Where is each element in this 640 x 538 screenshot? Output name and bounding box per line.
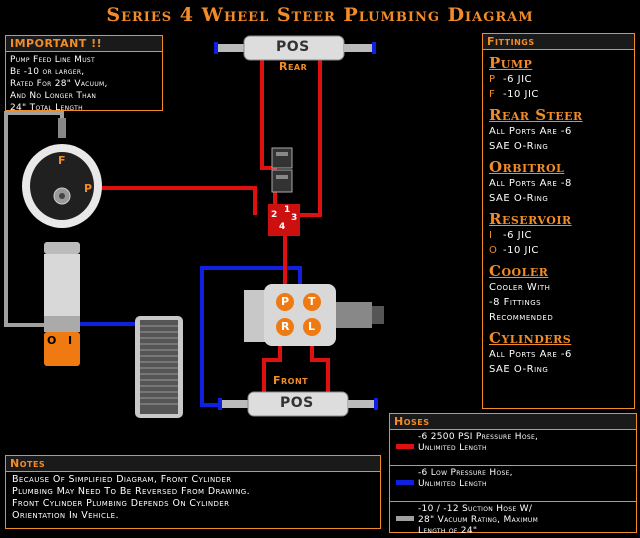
pump-key-f: F [489,89,496,100]
important-line: Pump Feed Line Must [10,55,95,65]
oil-cooler [135,316,183,418]
pump-value-f: -10 JIC [503,89,539,100]
suction-hose [4,111,64,327]
important-box: IMPORTANT !! Pump Feed Line Must Be -10 … [5,35,163,113]
important-line: And No Longer Than [10,91,97,101]
rear-steer-solenoid [271,147,293,193]
notes-line: Plumbing May Need To Be Reversed From Dr… [12,486,251,497]
cylinders-line: SAE O-Ring [489,364,549,375]
pressure-hose-pump [100,186,257,215]
orbitrol-port-p: P [281,295,290,308]
reservoir-value-i: -6 JIC [503,230,533,241]
reservoir-key-i: I [489,230,493,241]
orbitrol-port-t: T [308,295,317,308]
page-title: Series 4 Wheel Steer Plumbing Diagram [106,4,534,26]
notes-box: Notes Because Of Simplified Diagram, Fro… [5,455,381,529]
orbitrol [244,284,384,346]
pressure-hose-rear-right [300,42,322,217]
hose-legend-row: -6 Low Pressure Hose, Unlimited Length [390,466,636,502]
orbitrol-port-r: R [281,320,290,333]
fitting-reservoir-title: Reservoir [489,210,572,228]
hose-text: Unlimited Length [418,479,487,489]
valve-port-4: 4 [279,222,286,232]
fitting-pump-title: Pump [489,54,533,72]
front-cylinder [218,391,378,417]
front-label: Front [273,374,309,387]
fitting-cooler-title: Cooler [489,262,549,280]
hose-text: 28" Vacuum Rating, Maximum [418,515,539,525]
reservoir [44,242,80,366]
fittings-heading: Fittings [483,34,634,50]
hose-text: -6 2500 PSI Pressure Hose, [418,432,539,442]
valve-port-3: 3 [291,213,298,223]
orbitrol-line: SAE O-Ring [489,193,549,204]
low-pressure-hose-orbitrol [200,266,302,407]
reservoir-port-o: O [47,334,57,347]
rear-steer-line: All Ports Are -6 [489,126,572,137]
hose-text: Length of 24" [418,526,478,536]
notes-line: Orientation In Vehicle. [12,510,119,521]
important-heading: IMPORTANT !! [6,36,162,52]
cooler-line: Cooler With [489,282,551,293]
valve-port-1: 1 [284,205,291,215]
cylinders-line: All Ports Are -6 [489,349,572,360]
rear-steer-valve [268,204,300,236]
orbitrol-port-l: L [308,320,316,333]
cooler-line: -8 Fittings [489,297,542,308]
rear-steer-line: SAE O-Ring [489,141,549,152]
notes-line: Because Of Simplified Diagram, Front Cyl… [12,474,232,485]
fitting-cylinders-title: Cylinders [489,329,572,347]
hoses-heading: Hoses [390,414,636,430]
pressure-hose-front-right [310,340,330,396]
rear-cylinder [214,35,376,61]
rear-cylinder-brand: POS [276,39,310,55]
hoses-box: Hoses -6 2500 PSI Pressure Hose, Unlimit… [389,413,637,536]
reservoir-value-o: -10 JIC [503,245,539,256]
pump-port-p: P [84,182,93,195]
hose-text: -6 Low Pressure Hose, [418,468,513,478]
important-line: 24" Total Length [10,103,83,113]
reservoir-port-i: I [68,334,73,347]
pump [22,118,102,228]
hose-text: Unlimited Length [418,443,487,453]
fitting-rear-steer-title: Rear Steer [489,106,583,124]
rear-label: Rear [279,60,308,73]
pump-key-p: P [489,74,496,85]
notes-line: Front Cylinder Plumbing Depends On Cylin… [12,498,230,509]
important-line: Rated For 28" Vacuum, [10,79,108,89]
hose-swatch-suction [396,516,414,521]
pump-value-p: -6 JIC [503,74,533,85]
fitting-orbitrol-title: Orbitrol [489,158,565,176]
fittings-box: Fittings Pump P -6 JIC F -10 JIC Rear Stee… [482,33,635,409]
important-line: Be -10 or larger, [10,67,85,77]
hose-swatch-pressure [396,444,414,449]
hose-text: -10 / -12 Suction Hose W/ [418,504,533,514]
orbitrol-line: All Ports Are -8 [489,178,572,189]
hose-swatch-low-pressure [396,480,414,485]
valve-port-2: 2 [271,210,278,220]
reservoir-key-o: O [489,245,498,256]
pressure-hose-front-left [262,340,282,396]
pump-port-f: F [58,154,67,167]
hose-legend-row: -10 / -12 Suction Hose W/ 28" Vacuum Rat… [390,502,636,538]
hose-legend-row: -6 2500 PSI Pressure Hose, Unlimited Len… [390,430,636,466]
notes-heading: Notes [6,456,380,472]
front-cylinder-brand: POS [280,395,314,411]
cooler-line: Recommended [489,312,554,323]
